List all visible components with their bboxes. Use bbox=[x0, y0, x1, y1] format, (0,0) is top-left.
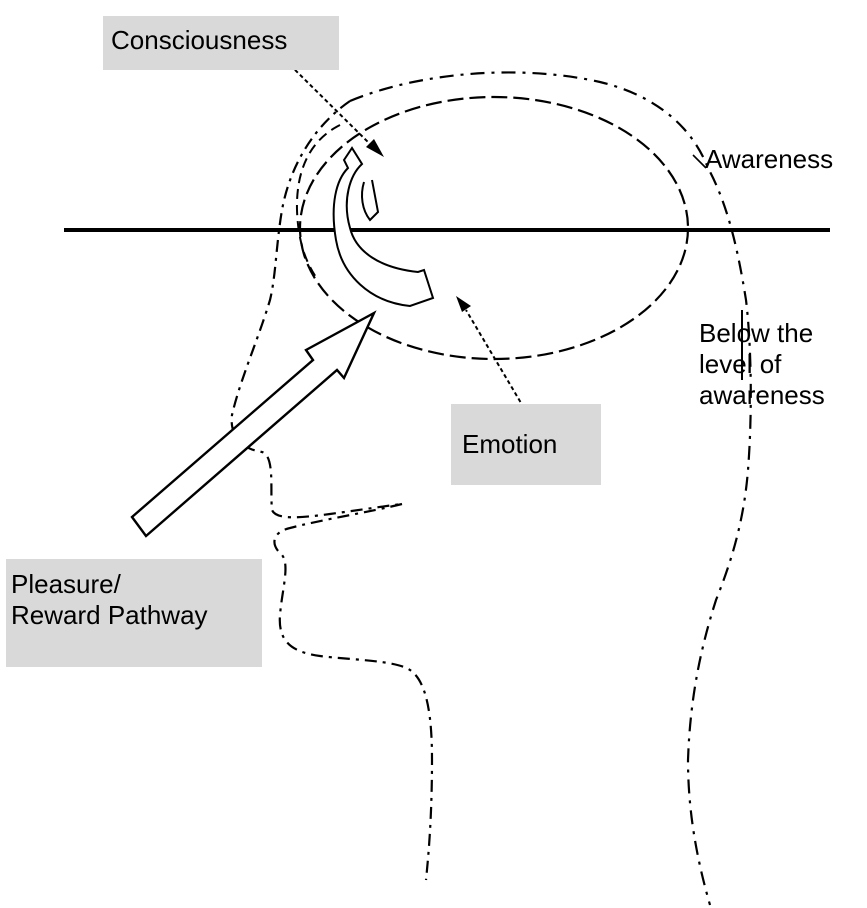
consciousness-text: Consciousness bbox=[111, 25, 287, 55]
below-awareness-line-3: awareness bbox=[699, 380, 825, 411]
consciousness-pointer-arrow bbox=[285, 60, 384, 157]
reward-pathway-arrow bbox=[132, 313, 374, 536]
below-awareness-line-1: Below the bbox=[699, 318, 825, 349]
below-awareness-line-2: level of bbox=[699, 349, 825, 380]
emotion-text: Emotion bbox=[462, 429, 557, 459]
emotion-pointer-arrow bbox=[456, 296, 524, 408]
below-awareness-label: Below the level of awareness bbox=[699, 318, 825, 411]
emotion-label: Emotion bbox=[451, 404, 601, 485]
head-outline-front bbox=[232, 101, 432, 880]
curved-pathway-arrow bbox=[334, 148, 433, 306]
pleasure-pathway-line-1: Pleasure/ bbox=[11, 569, 262, 600]
awareness-text: Awareness bbox=[705, 144, 833, 174]
awareness-label: Awareness bbox=[705, 144, 833, 175]
pleasure-pathway-line-2: Reward Pathway bbox=[11, 600, 262, 631]
consciousness-label: Consciousness bbox=[103, 16, 339, 70]
curved-pathway-arrow-inner bbox=[362, 180, 378, 220]
head-outline-back bbox=[350, 72, 751, 905]
pleasure-pathway-label: Pleasure/ Reward Pathway bbox=[6, 559, 262, 667]
